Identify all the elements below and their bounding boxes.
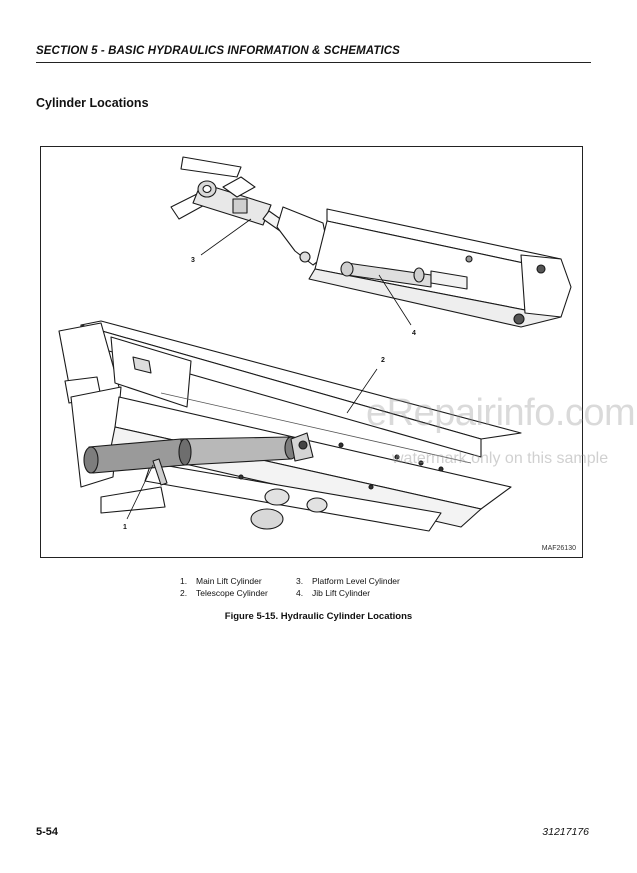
callout-2: 2 xyxy=(381,357,385,364)
legend-number: 4. xyxy=(296,588,304,598)
telescope-cylinder xyxy=(160,392,472,464)
section-title: SECTION 5 - BASIC HYDRAULICS INFORMATION… xyxy=(36,45,400,57)
jib-lift-cylinder xyxy=(340,261,468,290)
legend-number: 3. xyxy=(296,576,304,586)
fly-boom-side xyxy=(144,462,442,532)
legend-label: Telescope Cylinder xyxy=(196,588,268,598)
leader-line-4 xyxy=(378,274,412,326)
legend-item: 2. Telescope Cylinder xyxy=(180,587,268,599)
legend-label: Main Lift Cylinder xyxy=(196,576,262,586)
figure-code: MAF26130 xyxy=(541,545,576,552)
document-number: 31217176 xyxy=(542,826,589,838)
legend-item: 3. Platform Level Cylinder xyxy=(296,575,400,587)
header-rule xyxy=(36,62,591,63)
base-plate xyxy=(100,486,166,514)
leader-line-2 xyxy=(346,368,378,414)
main-lift-cylinder xyxy=(83,432,314,486)
figure-frame: 3 4 2 1 MAF26130 xyxy=(40,146,583,558)
legend-column-left: 1. Main Lift Cylinder 2. Telescope Cylinde… xyxy=(180,575,268,599)
legend-item: 1. Main Lift Cylinder xyxy=(180,575,268,587)
legend-number: 1. xyxy=(180,576,188,586)
legend-label: Jib Lift Cylinder xyxy=(312,588,371,598)
callout-1: 1 xyxy=(123,524,127,531)
callout-3: 3 xyxy=(191,257,195,264)
watermark-subtext: watermark only on this sample xyxy=(392,450,609,467)
figure-caption: Figure 5-15. Hydraulic Cylinder Location… xyxy=(224,611,413,622)
hydraulic-cylinder-illustration: 3 4 2 1 xyxy=(58,156,572,532)
subsection-title: Cylinder Locations xyxy=(36,96,149,110)
page-number: 5-54 xyxy=(36,826,59,838)
jib-end-head xyxy=(520,254,572,318)
leader-line-3 xyxy=(200,218,252,256)
watermark: eRepairinfo.com xyxy=(366,392,636,434)
jib-arm-top xyxy=(180,156,242,178)
rotator-bracket xyxy=(276,206,330,266)
leader-line-1 xyxy=(126,464,154,520)
legend-number: 2. xyxy=(180,588,188,598)
legend-item: 4. Jib Lift Cylinder xyxy=(296,587,400,599)
legend-column-right: 3. Platform Level Cylinder 4. Jib Lift Cyl… xyxy=(296,575,400,599)
jib-boom-bottom xyxy=(308,268,562,328)
legend-label: Platform Level Cylinder xyxy=(312,576,400,586)
callout-4: 4 xyxy=(412,330,416,337)
